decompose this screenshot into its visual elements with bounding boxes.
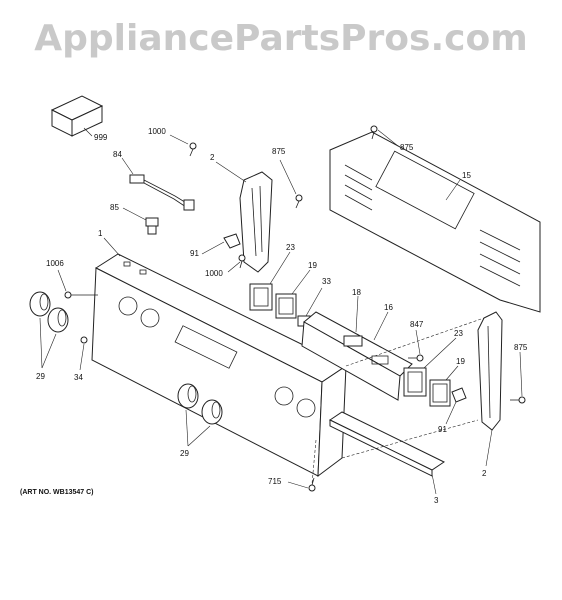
part-29-knob-a[interactable] [29, 291, 51, 317]
callout-2-right: 2 [482, 469, 487, 478]
part-29-knob-c[interactable] [177, 383, 199, 409]
part-34-button[interactable] [80, 336, 88, 344]
part-1006-screw[interactable] [64, 291, 98, 299]
part-29-knob-b[interactable] [47, 307, 69, 333]
callout-875-c: 875 [514, 343, 528, 352]
part-3-trim-strip[interactable] [328, 411, 446, 477]
part-875-screw-a[interactable] [295, 194, 303, 209]
part-715-screw[interactable] [308, 477, 316, 492]
part-19-switch-left[interactable] [275, 293, 297, 319]
callout-1006: 1006 [46, 259, 64, 268]
callout-1000-mid: 1000 [205, 269, 223, 278]
part-91-clip[interactable] [223, 233, 241, 249]
part-2-end-cap-left[interactable] [239, 171, 273, 273]
part-16-control-board[interactable] [301, 311, 413, 401]
callout-23-left: 23 [286, 243, 295, 252]
callout-34: 34 [74, 373, 83, 382]
callout-875-b: 875 [400, 143, 414, 152]
part-29-knob-d[interactable] [201, 399, 223, 425]
callout-23-right: 23 [454, 329, 463, 338]
part-875-screw-b[interactable] [370, 125, 378, 140]
part-84-wire-harness[interactable] [129, 174, 195, 211]
watermark-text: AppliancePartsPros.com [34, 18, 527, 59]
callout-2-left: 2 [210, 153, 215, 162]
callout-15: 15 [462, 171, 471, 180]
part-1-control-panel[interactable] [91, 253, 348, 478]
part-1000-screw[interactable] [189, 142, 197, 157]
callout-91-right: 91 [438, 425, 447, 434]
part-999-box[interactable] [50, 95, 104, 137]
part-23-switch-left[interactable] [249, 283, 273, 311]
callout-847: 847 [410, 320, 424, 329]
part-847-screw[interactable] [408, 354, 424, 362]
part-19-switch-right[interactable] [429, 379, 451, 407]
part-23-switch-right[interactable] [403, 367, 427, 397]
part-91-clip-right[interactable] [451, 387, 467, 403]
callout-85: 85 [110, 203, 119, 212]
callout-33: 33 [322, 277, 331, 286]
callout-1000-top: 1000 [148, 127, 166, 136]
callout-1: 1 [98, 229, 103, 238]
art-number: (ART NO. WB13547 C) [20, 489, 94, 496]
callout-84: 84 [113, 150, 122, 159]
callout-19-right: 19 [456, 357, 465, 366]
part-1000-screw-b[interactable] [238, 254, 246, 269]
callout-19-left: 19 [308, 261, 317, 270]
callout-875-a: 875 [272, 147, 286, 156]
callout-999: 999 [94, 133, 108, 142]
callout-91-left: 91 [190, 249, 199, 258]
callout-16: 16 [384, 303, 393, 312]
callout-18: 18 [352, 288, 361, 297]
part-15-back-panel[interactable] [329, 131, 541, 313]
callout-3: 3 [434, 496, 439, 505]
callout-29-bottom: 29 [180, 449, 189, 458]
callout-29-left: 29 [36, 372, 45, 381]
callout-715: 715 [268, 477, 282, 486]
part-2-end-cap-right[interactable] [477, 311, 503, 431]
part-875-screw-c[interactable] [510, 396, 526, 404]
part-85-connector[interactable] [145, 217, 159, 235]
